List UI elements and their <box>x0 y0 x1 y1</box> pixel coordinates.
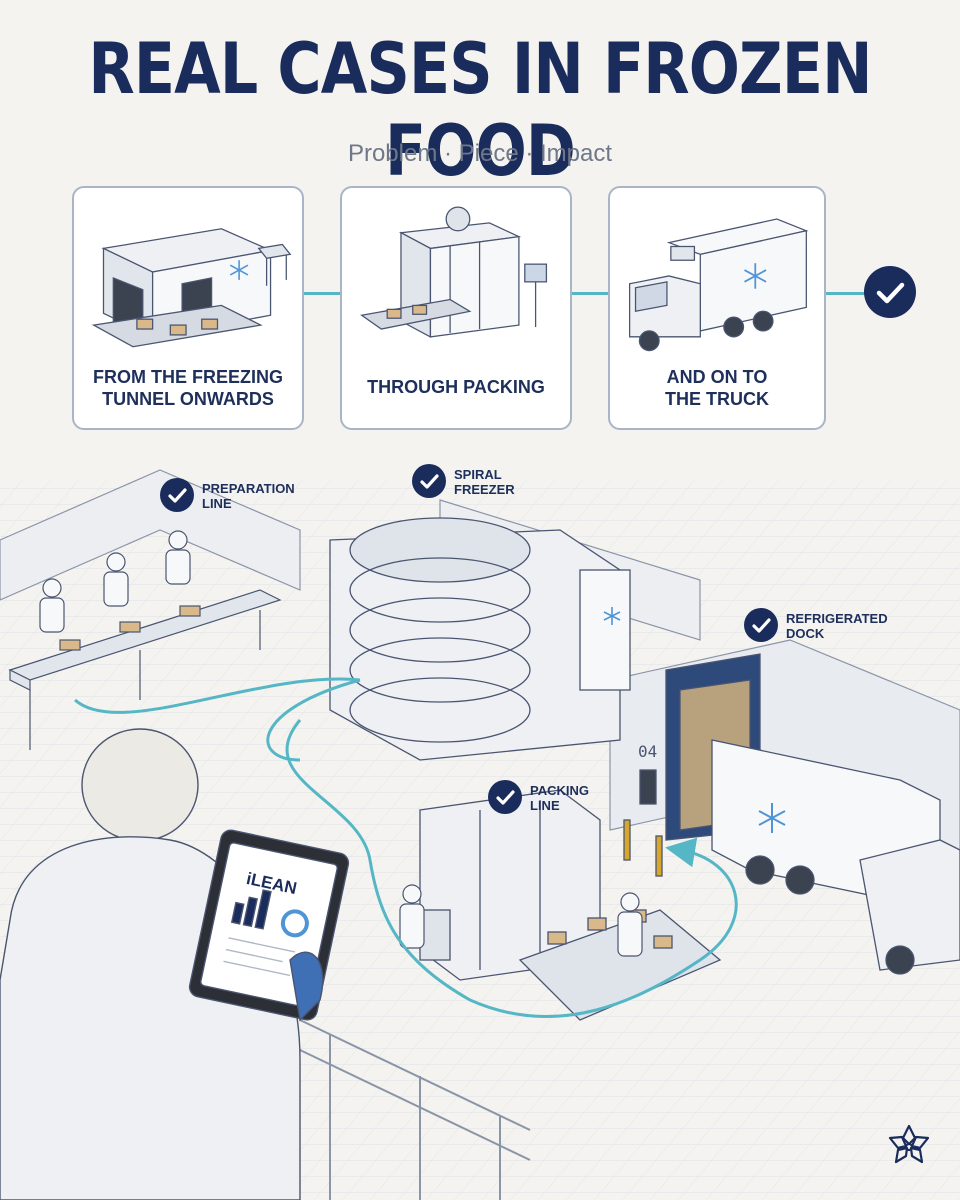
factory-scene <box>0 440 960 1200</box>
check-icon <box>412 464 446 498</box>
step-label: AND ON TO THE TRUCK <box>665 367 769 409</box>
step-connector-2 <box>572 292 608 295</box>
step-connector-3 <box>826 292 866 295</box>
callout-label: FREEZER <box>454 482 515 497</box>
step-connector-1 <box>304 292 340 295</box>
check-icon <box>488 780 522 814</box>
logo-icon <box>888 1124 930 1164</box>
dock-number-label: 04 <box>638 742 658 761</box>
snowflake-icon <box>744 263 767 289</box>
check-icon <box>744 608 778 642</box>
truck-illustration <box>628 218 809 352</box>
factory-floor-illustration <box>0 469 960 1200</box>
callout-label: LINE <box>530 798 560 813</box>
check-icon <box>864 266 916 318</box>
snowflake-icon <box>603 607 621 625</box>
snowflake-icon <box>758 803 786 833</box>
callout-label: PREPARATION <box>202 481 295 496</box>
callout-preparation-line: PREPARATION LINE <box>160 478 295 512</box>
callout-label: SPIRAL <box>454 467 502 482</box>
callout-label: REFRIGERATED <box>786 611 888 626</box>
page-subtitle: Problem · Piece · Impact <box>347 140 613 167</box>
snowflake-icon <box>229 260 249 280</box>
callout-label: PACKING <box>530 783 589 798</box>
freezing-tunnel-illustration <box>91 228 292 348</box>
callout-label: DOCK <box>786 626 825 641</box>
step-label: FROM THE FREEZING TUNNEL ONWARDS <box>93 367 283 409</box>
step-card-freezing-tunnel: FROM THE FREEZING TUNNEL ONWARDS <box>72 186 304 430</box>
page-title: REAL CASES IN FROZEN FOOD <box>88 28 872 192</box>
step-card-packing: THROUGH PACKING <box>340 186 572 430</box>
packing-machine-illustration <box>360 206 548 338</box>
check-icon <box>160 478 194 512</box>
step-label: THROUGH PACKING <box>367 377 545 397</box>
callout-spiral-freezer: SPIRAL FREEZER <box>412 464 515 498</box>
callout-packing-line: PACKING LINE <box>488 780 589 814</box>
callout-refrigerated-dock: REFRIGERATED DOCK <box>744 608 888 642</box>
step-card-truck: AND ON TO THE TRUCK <box>608 186 826 430</box>
callout-label: LINE <box>202 496 232 511</box>
